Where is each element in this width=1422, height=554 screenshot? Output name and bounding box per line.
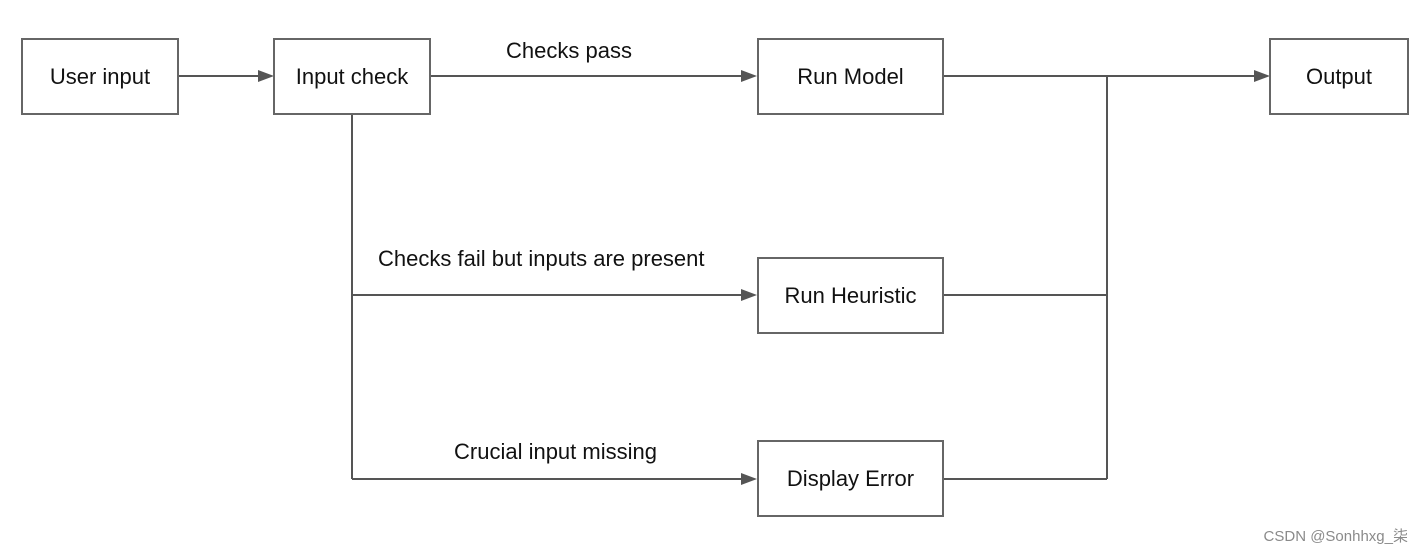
node-run-heuristic: Run Heuristic [757,257,944,334]
node-user-input: User input [21,38,179,115]
node-output: Output [1269,38,1409,115]
node-run-heuristic-label: Run Heuristic [784,282,917,308]
watermark-text: CSDN @Sonhhxg_柒 [1263,528,1408,545]
arrowhead-runheuristic [741,289,757,301]
arrowhead-runmodel [741,70,757,82]
arrowhead-inputcheck [258,70,274,82]
node-run-model: Run Model [757,38,944,115]
edge-label-crucial-missing: Crucial input missing [454,439,657,464]
edge-label-checks-fail: Checks fail but inputs are present [378,246,705,271]
node-output-label: Output [1305,63,1373,89]
node-input-check: Input check [273,38,431,115]
edge-label-checks-pass: Checks pass [506,38,632,63]
arrowhead-displayerror [741,473,757,485]
node-user-input-label: User input [49,63,151,89]
node-display-error: Display Error [757,440,944,517]
node-run-model-label: Run Model [797,63,904,89]
node-input-check-label: Input check [295,63,409,89]
arrowhead-output [1254,70,1270,82]
node-display-error-label: Display Error [786,465,915,491]
